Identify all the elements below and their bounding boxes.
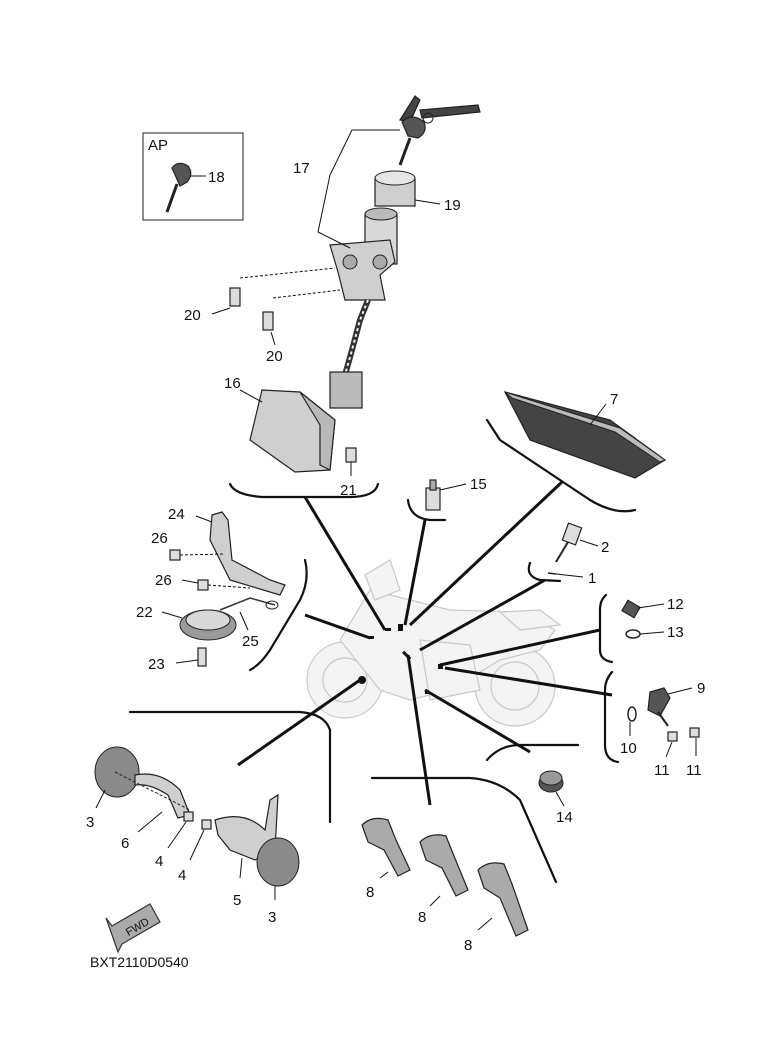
key-blank-part: [165, 162, 192, 213]
drawing-code: BXT2110D0540: [90, 954, 189, 970]
callout-16: 16: [224, 375, 241, 392]
callout-1: 1: [588, 570, 596, 587]
inset-label: AP: [148, 137, 168, 154]
callout-12: 12: [667, 596, 684, 613]
cable-part-25: 25: [219, 597, 279, 650]
keys-part: [398, 95, 481, 166]
sensor-part-9: 9: [647, 680, 705, 727]
callout-20b: 20: [266, 348, 283, 365]
connection-hub-dot: [358, 676, 366, 684]
callout-3b: 3: [268, 909, 276, 926]
fwd-arrow-icon: FWD: [105, 903, 161, 954]
ap-inset: AP 18: [142, 132, 244, 221]
callout-9: 9: [697, 680, 705, 697]
horn-bracket-part-24: 24: [168, 506, 286, 596]
callout-7: 7: [610, 391, 618, 408]
connection-spokes: [237, 480, 613, 806]
callout-8a: 8: [366, 884, 374, 901]
bracket-part-5: 5: [214, 793, 279, 909]
switch-part-2: 2: [555, 522, 609, 563]
callout-19: 19: [444, 197, 461, 214]
callout-11b: 11: [686, 762, 702, 779]
display-panel-part-7: 7: [503, 391, 667, 479]
connection-marks: [368, 624, 443, 694]
callout-21: 21: [340, 482, 357, 499]
bolt-part-20b: 20: [262, 289, 341, 365]
callout-4b: 4: [178, 867, 186, 884]
callout-8b: 8: [418, 909, 426, 926]
cap-part-3a: 3: [86, 746, 140, 831]
callout-23: 23: [148, 656, 165, 673]
injector-part-8a: 8: [361, 817, 411, 901]
injector-part-8b: 8: [418, 834, 469, 926]
callout-5: 5: [233, 892, 241, 909]
callout-26a: 26: [151, 530, 168, 547]
damper-part-14: 14: [538, 770, 573, 826]
bracket-box-part-16: 16: [224, 375, 336, 473]
callout-8c: 8: [464, 937, 472, 954]
bolt-part-26a: 26: [151, 530, 226, 561]
callout-10: 10: [620, 740, 637, 757]
callout-4a: 4: [155, 853, 163, 870]
callout-26b: 26: [155, 572, 172, 589]
callout-22: 22: [136, 604, 153, 621]
callout-15: 15: [470, 476, 487, 493]
callout-17: 17: [293, 160, 310, 177]
oring-part-10: 10: [620, 706, 637, 757]
cap-part-3b: 3: [256, 837, 300, 926]
nut-part-4a: 4: [155, 811, 194, 870]
screw-part-23: 23: [148, 647, 207, 673]
nut-part-4b: 4: [178, 819, 212, 884]
callout-3a: 3: [86, 814, 94, 831]
washer-part-1: 1: [547, 570, 596, 587]
callout-11a: 11: [654, 762, 670, 779]
callout-18: 18: [208, 169, 225, 186]
bolt-part-11a: 11: [654, 731, 678, 779]
bolt-part-11b: 11: [686, 727, 702, 779]
switch-cover-part: 19: [374, 170, 461, 214]
callout-25: 25: [242, 633, 259, 650]
bolt-part-26b: 26: [155, 572, 251, 591]
sensor-part-15: 15: [425, 476, 487, 511]
callout-2: 2: [601, 539, 609, 556]
callout-24: 24: [168, 506, 185, 523]
injector-part-8c: 8: [464, 862, 529, 954]
callout-13: 13: [667, 624, 684, 641]
callout-6: 6: [121, 835, 129, 852]
sensor-part-12: 12: [621, 596, 684, 619]
screw-part-21: 21: [340, 447, 357, 499]
horn-part-22: 22: [136, 604, 237, 641]
switch-wire-harness: [329, 298, 371, 409]
bolt-part-20a: 20: [184, 267, 336, 324]
main-switch-assembly: 17: [293, 95, 481, 409]
callout-14: 14: [556, 809, 573, 826]
callout-20a: 20: [184, 307, 201, 324]
ignition-cylinder-part: [329, 207, 398, 301]
bracket-part-6: 6: [114, 771, 191, 852]
gasket-part-13: 13: [625, 624, 684, 641]
